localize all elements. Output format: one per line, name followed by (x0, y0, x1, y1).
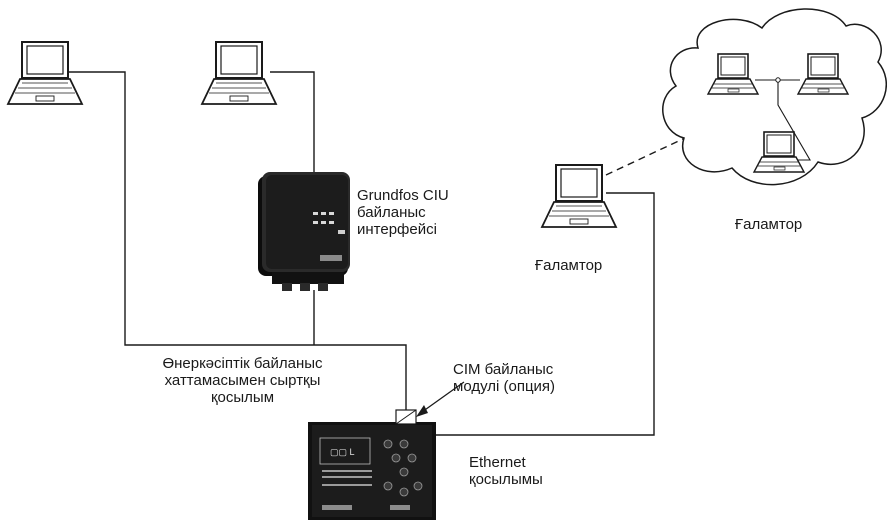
cloud-icon (662, 8, 887, 186)
cue-controller-device: ▢▢ L (308, 422, 436, 520)
pc-to-ciu-line (270, 71, 315, 172)
connection-lines (68, 71, 686, 436)
laptop-icon (7, 41, 83, 105)
industrial-connection-line-1 (68, 71, 407, 415)
internet-dashed-line (605, 137, 686, 176)
svg-text:▢▢ L: ▢▢ L (330, 447, 355, 457)
cim-arrow (416, 381, 465, 417)
industrial-connection-label: Өнеркәсіптік байланыс хаттамасымен сыртқ… (162, 355, 323, 406)
ethernet-connection-line (432, 192, 655, 436)
ciu-interface-device (258, 172, 350, 291)
cim-label: CIM байланыс модулі (опция) (453, 361, 556, 395)
internet-cloud-label: Ғаламтор (735, 216, 803, 233)
ciu-label: Grundfos CIU байланыс интерфейсі (357, 187, 449, 238)
internet-pc-label: Ғаламтор (535, 257, 603, 274)
cim-module-icon (395, 409, 417, 425)
ethernet-label: Ethernet қосылымы (469, 454, 543, 488)
laptop-icon (541, 164, 617, 228)
laptop-icon (201, 41, 277, 105)
